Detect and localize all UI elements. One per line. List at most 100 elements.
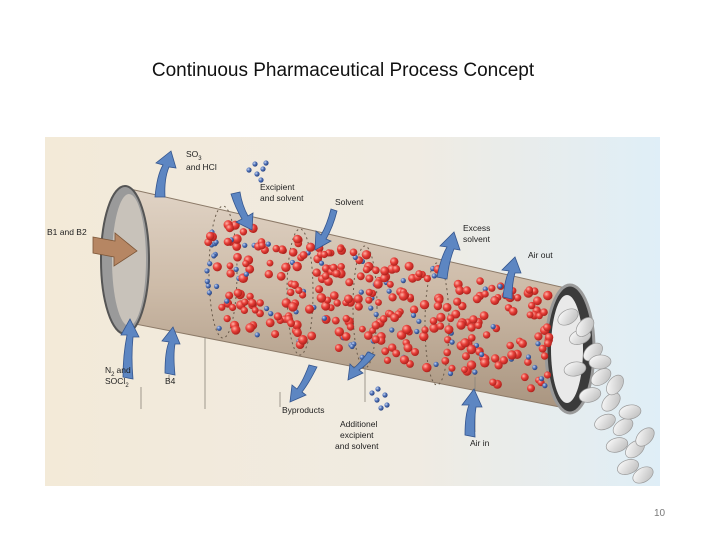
particle-icon (433, 301, 443, 311)
particle-icon (490, 296, 500, 305)
particle-icon (544, 339, 552, 348)
label-byproducts: Byproducts (282, 405, 325, 415)
particle-icon (374, 397, 380, 403)
particle-icon (491, 354, 500, 363)
tablet-icon (557, 308, 579, 326)
particle-icon (540, 352, 549, 360)
particle-icon (508, 307, 518, 316)
particle-icon (390, 257, 399, 266)
particle-icon (390, 313, 399, 322)
particle-icon (462, 286, 471, 295)
particle-icon (469, 315, 478, 324)
particle-icon (212, 262, 222, 272)
particle-icon (402, 324, 412, 335)
particle-icon (409, 305, 419, 314)
particle-icon (349, 248, 358, 257)
particle-icon (224, 298, 230, 304)
particle-icon (349, 343, 355, 350)
particle-icon (263, 160, 269, 166)
particle-icon (358, 289, 364, 295)
tablet-icon (578, 387, 602, 403)
particle-icon (352, 254, 358, 260)
particle-icon (467, 323, 476, 332)
particle-icon (372, 266, 380, 275)
particle-icon (258, 177, 264, 183)
particle-icon (266, 259, 274, 267)
particle-icon (233, 266, 239, 272)
particle-icon (489, 378, 497, 386)
particle-icon (481, 290, 489, 298)
particle-icon (226, 262, 234, 270)
particle-icon (416, 318, 422, 324)
label-additional-excipient-line2: excipient (340, 430, 374, 440)
particle-icon (331, 316, 340, 325)
particle-icon (380, 273, 389, 283)
tablet-icon (563, 361, 587, 377)
particle-icon (436, 312, 446, 322)
tablet-icon (612, 418, 634, 436)
particle-icon (365, 288, 373, 296)
particle-icon (268, 311, 274, 317)
particle-icon (540, 308, 548, 316)
particle-icon (264, 270, 273, 279)
particle-icon (382, 392, 388, 398)
particle-icon (479, 351, 485, 358)
particle-icon (472, 294, 482, 304)
particle-icon (474, 321, 482, 330)
particle-icon (245, 264, 255, 274)
particle-icon (373, 279, 383, 289)
particle-icon (476, 277, 484, 285)
tablet-icon (618, 404, 642, 420)
flow-arrow-icon (436, 231, 461, 280)
particle-icon (295, 286, 303, 294)
page-number: 10 (654, 508, 666, 519)
particle-icon (233, 288, 243, 298)
particle-icon (538, 376, 545, 382)
particle-icon (293, 328, 302, 337)
particle-icon (214, 283, 220, 289)
particle-icon (392, 265, 401, 273)
particle-icon (243, 271, 249, 277)
particle-icon (460, 338, 470, 348)
particle-icon (400, 278, 406, 284)
particle-icon (211, 253, 217, 259)
segment-ring (286, 228, 314, 356)
particle-icon (292, 261, 302, 272)
particle-icon (386, 288, 392, 294)
particle-icon (225, 224, 234, 233)
particle-icon (306, 242, 316, 252)
particle-icon (526, 311, 534, 319)
feed-arrow-icon (92, 232, 138, 267)
particle-icon (332, 269, 341, 278)
particle-icon (466, 344, 477, 355)
particle-icon (444, 325, 454, 335)
particle-icon (365, 274, 374, 283)
particle-icon (336, 245, 344, 253)
flow-arrow-icon (347, 351, 376, 381)
particle-icon (528, 301, 536, 310)
particle-icon (315, 285, 324, 294)
particle-icon (318, 260, 325, 266)
particle-icon (265, 241, 271, 247)
particle-icon (461, 366, 468, 373)
particle-icon (499, 356, 508, 365)
label-excipient-solvent-line2: and solvent (260, 193, 304, 203)
flow-arrow-icon (230, 191, 254, 231)
tablet-icon (575, 317, 595, 337)
particle-icon (543, 371, 552, 379)
particle-icon (320, 250, 328, 259)
particle-icon (472, 369, 478, 375)
tablet-icon (594, 413, 616, 431)
tablet-icon (605, 437, 629, 453)
particle-icon (381, 347, 390, 356)
particle-icon (399, 355, 409, 365)
particle-icon (488, 284, 496, 292)
particle-icon (507, 350, 517, 360)
particle-icon (482, 286, 488, 292)
particle-icon (299, 251, 308, 260)
particle-icon (276, 271, 286, 281)
particle-icon (479, 311, 489, 321)
particle-icon (404, 261, 414, 271)
particle-icon (532, 364, 538, 371)
particle-icon (229, 303, 237, 312)
